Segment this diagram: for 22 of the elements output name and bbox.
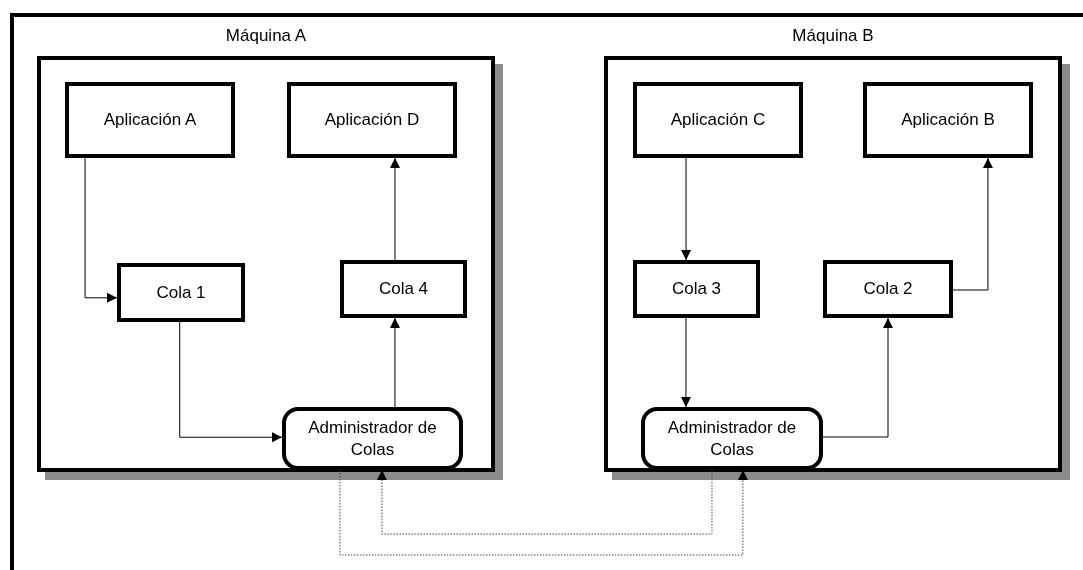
arrow: [84, 157, 118, 303]
arrow: [390, 157, 400, 261]
queue-manager-box: Administrador de Colas: [282, 407, 463, 470]
arrow: [822, 317, 893, 438]
application-box: Cola 3: [633, 260, 760, 318]
application-box: Aplicación D: [287, 82, 457, 158]
application-box: Cola 2: [823, 260, 953, 318]
application-box: Aplicación A: [65, 82, 235, 158]
application-box: Cola 4: [340, 260, 467, 318]
arrow: [681, 157, 692, 261]
application-box: Aplicación C: [633, 82, 803, 158]
queue-manager-box: Administrador de Colas: [641, 407, 823, 470]
dotted-arrow: [376, 469, 713, 535]
application-box: Cola 1: [117, 263, 245, 322]
arrow: [179, 321, 283, 443]
dotted-arrow: [339, 469, 748, 556]
machine-title: Máquina A: [224, 26, 308, 46]
application-box: Aplicación B: [863, 82, 1033, 158]
arrow: [680, 317, 691, 408]
arrow: [389, 317, 400, 408]
machine-title: Máquina B: [791, 26, 875, 46]
arrow: [952, 157, 993, 291]
